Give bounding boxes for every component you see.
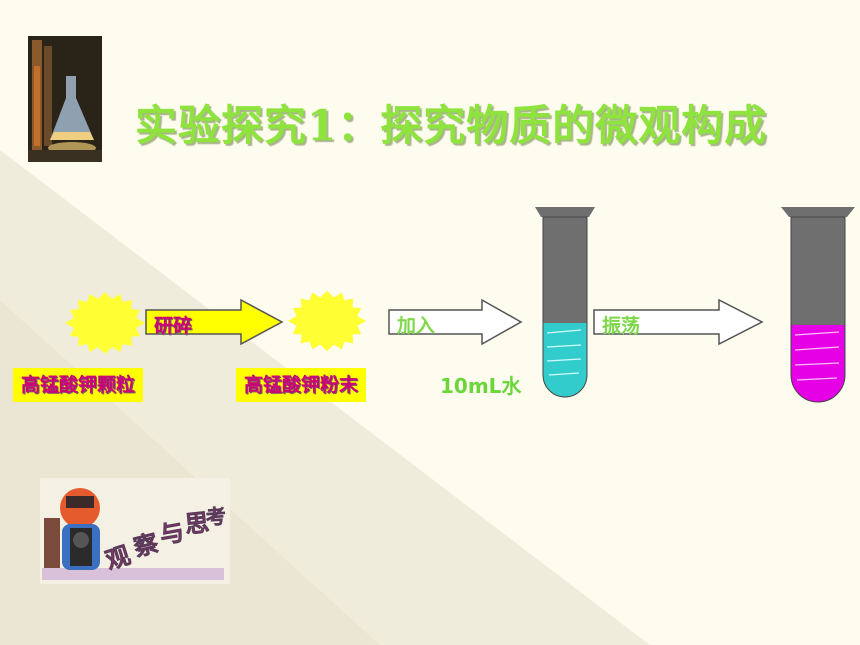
observe-think-badge: 观 察 与 思 考 <box>40 478 230 584</box>
slide-title: 实验探究1：探究物质的微观构成 <box>135 101 768 150</box>
solution-test-tube <box>781 207 855 403</box>
water-volume-label: 10mL水 <box>440 374 522 398</box>
granule-label: 高锰酸钾颗粒 <box>13 368 144 402</box>
shake-label: 振荡 <box>602 315 641 337</box>
powder-label: 高锰酸钾粉末 <box>236 368 367 402</box>
powder-burst-shape <box>287 290 367 352</box>
svg-text:思: 思 <box>183 508 210 539</box>
grind-label: 研碎 <box>154 315 193 337</box>
shake-arrow <box>593 298 764 346</box>
add-label: 加入 <box>397 315 436 337</box>
lab-glassware-photo <box>28 36 102 162</box>
granule-burst-shape <box>65 292 145 354</box>
svg-text:与: 与 <box>158 517 187 550</box>
water-test-tube <box>535 207 595 398</box>
add-arrow <box>388 298 523 346</box>
grind-arrow <box>145 298 284 346</box>
svg-text:考: 考 <box>205 504 227 529</box>
